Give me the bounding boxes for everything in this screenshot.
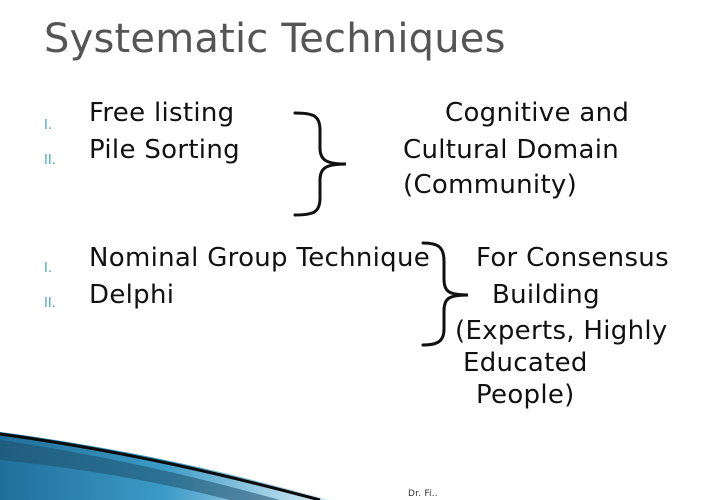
brace-group-1 bbox=[293, 111, 347, 217]
list-numeral: I. bbox=[44, 261, 52, 276]
list-item-nominal-group-technique: Nominal Group Technique bbox=[89, 243, 431, 273]
note-line: Cognitive and bbox=[445, 98, 630, 128]
note-line: (Community) bbox=[403, 170, 578, 200]
list-numeral: II. bbox=[44, 296, 56, 311]
note-line: People) bbox=[476, 380, 575, 410]
list-item-delphi: Delphi bbox=[89, 280, 175, 310]
list-item-pile-sorting: Pile Sorting bbox=[89, 135, 240, 165]
list-item-free-listing: Free listing bbox=[89, 98, 235, 128]
footer-text: Dr. Fi.. bbox=[408, 489, 438, 499]
note-line: (Experts, Highly bbox=[455, 316, 668, 346]
list-numeral: I. bbox=[44, 118, 52, 133]
note-line: For Consensus bbox=[476, 243, 669, 273]
footer-decoration bbox=[0, 432, 330, 500]
brace-group-2 bbox=[421, 241, 469, 347]
note-line: Cultural Domain bbox=[403, 135, 620, 165]
list-numeral: II. bbox=[44, 153, 56, 168]
slide-title: Systematic Techniques bbox=[44, 16, 506, 62]
note-line: Building bbox=[492, 280, 600, 310]
note-line: Educated bbox=[463, 348, 588, 378]
